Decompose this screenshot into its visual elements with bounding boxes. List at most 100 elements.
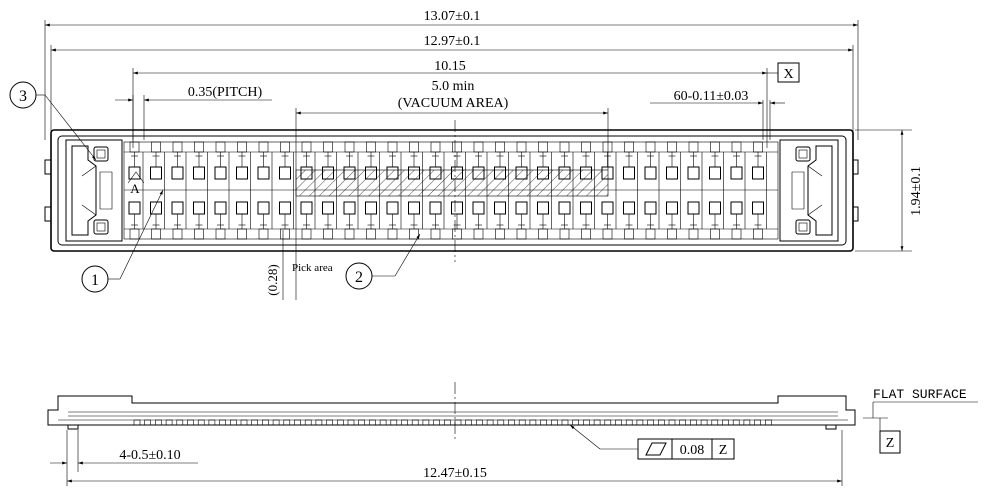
side-tooth [197, 419, 205, 426]
balloon-2-label: 2 [355, 269, 363, 286]
contact-tail-upper [667, 141, 677, 153]
contact-tail-lower [237, 228, 247, 240]
dim-post-width: 4-0.5±0.10 [50, 430, 198, 472]
contact-upper [236, 166, 248, 180]
dim-overall-width: 13.07±0.1 [44, 9, 859, 140]
side-tooth [443, 419, 451, 426]
contact-array [128, 141, 767, 240]
contact-tail-upper [516, 141, 527, 153]
contact-tail-lower [430, 228, 441, 240]
pin-width-label: 60-0.11±0.03 [674, 89, 749, 104]
side-tooth [262, 419, 269, 426]
contact-tail-lower [495, 228, 505, 240]
side-tooth [497, 419, 505, 426]
contact-upper [150, 166, 162, 180]
balloon-3: 3 [9, 81, 97, 161]
side-tooth [251, 419, 258, 426]
contact-tail-upper [344, 141, 355, 153]
dim-housing-width: 12.97±0.1 [50, 34, 854, 135]
contact-lower [494, 201, 506, 215]
contact-tail-lower [258, 228, 269, 240]
balloon-2: 2 [345, 233, 421, 290]
dim-pitch: 0.35(PITCH) [115, 85, 272, 140]
contact-lower [128, 201, 141, 215]
contact-tail-upper [194, 141, 204, 153]
contact-lower [687, 201, 700, 215]
contact-tail-upper [430, 141, 441, 153]
flatness-symbol-icon [645, 442, 667, 456]
contact-lower [257, 201, 270, 215]
datum-x-box [777, 62, 800, 83]
contact-tail-lower [301, 228, 312, 240]
side-tooth [422, 419, 430, 426]
side-tooth [465, 419, 473, 426]
contact-tail-upper [581, 141, 591, 153]
contact-upper [171, 166, 184, 180]
contact-upper [644, 166, 657, 180]
side-tooth [283, 419, 291, 426]
side-contact-teeth [133, 419, 772, 426]
contact-lower [537, 201, 549, 215]
contact-lower [623, 201, 635, 215]
side-tooth [433, 419, 440, 426]
height-label: 1.94±0.1 [909, 166, 924, 216]
contact-tail-upper [409, 141, 419, 153]
side-tooth [208, 419, 216, 426]
housing-width-label: 12.97±0.1 [424, 34, 481, 49]
contact-tail-upper [624, 141, 634, 153]
contact-upper [666, 166, 678, 180]
contact-upper [128, 166, 141, 180]
contact-upper [257, 166, 270, 180]
side-tooth [155, 419, 162, 426]
connector-top-view: A [44, 120, 859, 262]
contact-tail-upper [559, 141, 570, 153]
datum-z-ref-label: Z [886, 436, 895, 451]
contact-tail-lower [129, 228, 140, 240]
side-tooth [690, 419, 697, 426]
side-tooth [700, 419, 708, 426]
side-tooth [187, 419, 194, 426]
contact-tail-upper [151, 141, 161, 153]
flat-surface-callout: FLAT SURFACE Z [863, 387, 978, 454]
flatness-value: 0.08 [680, 443, 705, 458]
contact-lower [752, 201, 764, 215]
contact-lower [214, 201, 227, 215]
contact-tail-lower [172, 228, 183, 240]
pick-offset-label: (0.28) [265, 264, 280, 295]
contact-tail-lower [710, 228, 720, 240]
contact-tail-upper [688, 141, 699, 153]
side-tooth [679, 419, 687, 426]
contact-tail-lower [280, 228, 290, 240]
contact-lower [451, 201, 463, 215]
post-width-label: 4-0.5±0.10 [119, 448, 180, 463]
contact-upper [709, 166, 721, 180]
side-tooth [668, 419, 676, 426]
pin-a-marker: A [130, 181, 140, 196]
contact-tail-lower [581, 228, 591, 240]
balloon-3-label: 3 [19, 88, 27, 105]
vacuum-min-label: 5.0 min [432, 79, 475, 94]
side-tooth [369, 419, 376, 426]
contact-tail-lower [344, 228, 355, 240]
side-tooth [657, 419, 665, 426]
contact-tail-upper [280, 141, 290, 153]
contact-tail-lower [151, 228, 161, 240]
bottom-width-label: 12.47±0.15 [423, 466, 487, 481]
contact-lower [171, 201, 184, 215]
contact-tail-lower [409, 228, 419, 240]
side-tooth [561, 419, 569, 426]
contact-tail-upper [473, 141, 484, 153]
contact-tail-lower [624, 228, 634, 240]
side-tooth [625, 419, 633, 426]
vacuum-area-label: (VACUUM AREA) [398, 96, 509, 111]
side-tooth [326, 419, 333, 426]
side-tooth [711, 419, 719, 426]
side-tooth [550, 419, 558, 426]
contact-lower [279, 201, 291, 215]
side-tooth [165, 419, 173, 426]
contact-lower [429, 201, 442, 215]
contact-tail-upper [645, 141, 656, 153]
side-tooth [144, 419, 151, 426]
connector-side-view [47, 382, 856, 440]
contact-lower [558, 201, 571, 215]
